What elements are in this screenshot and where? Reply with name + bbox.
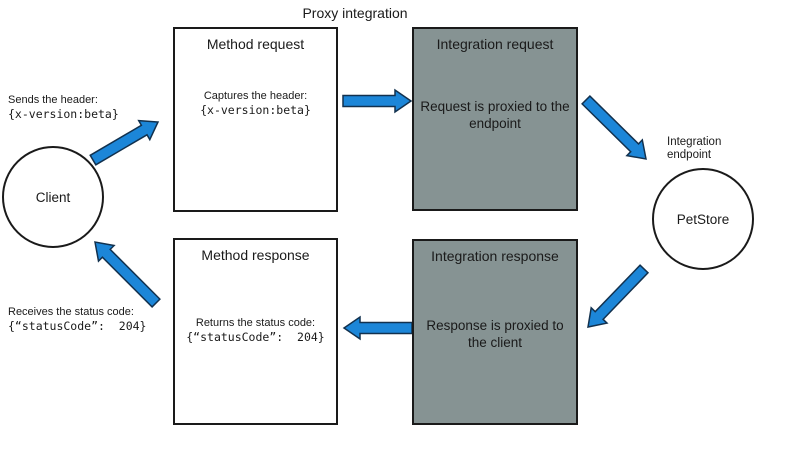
integration-response-box: Integration response Response is proxied… xyxy=(412,239,578,425)
integration-request-body: Request is proxied to the endpoint xyxy=(420,99,570,131)
petstore-node-label: PetStore xyxy=(676,211,730,227)
method-response-box: Method response Returns the status code:… xyxy=(173,238,338,425)
method-request-title: Method request xyxy=(206,36,305,52)
method-request-box: Method request Captures the header: {x-v… xyxy=(173,27,338,212)
integration-request-box: Integration request Request is proxied t… xyxy=(412,27,578,211)
method-request-body: Captures the header: {x-version:beta} xyxy=(175,90,336,117)
arrow-method-request-to-integration-request xyxy=(342,88,413,114)
client-request-annotation: Sends the header: {x-version:beta} xyxy=(8,94,158,121)
client-response-annotation-text: Receives the status code: xyxy=(8,306,134,318)
integration-endpoint-caption: Integration endpoint xyxy=(667,136,722,161)
method-response-title: Method response xyxy=(201,247,310,263)
method-request-body-code: {x-version:beta} xyxy=(200,103,311,117)
client-node: Client xyxy=(2,146,104,248)
page-title: Proxy integration xyxy=(302,5,408,21)
client-request-annotation-text: Sends the header: xyxy=(8,94,98,106)
method-response-body-text: Returns the status code: xyxy=(195,317,316,329)
method-request-body-text: Captures the header: xyxy=(203,90,308,102)
arrow-endpoint-to-integration-response xyxy=(587,264,650,328)
method-response-body: Returns the status code: {“statusCode”: … xyxy=(175,317,336,344)
client-request-annotation-code: {x-version:beta} xyxy=(8,107,119,121)
integration-response-title: Integration response xyxy=(431,248,559,264)
integration-request-title: Integration request xyxy=(436,36,554,52)
client-node-label: Client xyxy=(35,189,71,205)
integration-response-body: Response is proxied to the client xyxy=(426,318,564,350)
petstore-node: PetStore xyxy=(652,168,754,270)
client-response-annotation: Receives the status code: {“statusCode”:… xyxy=(8,306,168,333)
method-response-body-code: {“statusCode”: 204} xyxy=(186,330,325,344)
arrow-client-to-method-request xyxy=(89,119,160,166)
arrow-integration-request-to-endpoint xyxy=(581,95,647,160)
client-response-annotation-code: {“statusCode”: 204} xyxy=(8,319,147,333)
arrow-integration-response-to-method-response xyxy=(342,315,413,341)
arrow-method-response-to-client xyxy=(94,241,161,308)
